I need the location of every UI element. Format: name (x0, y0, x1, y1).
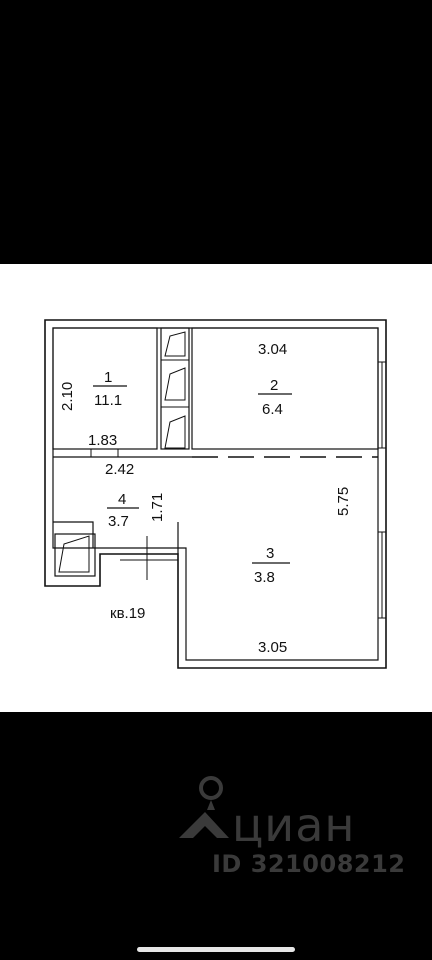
room-1-area: 3.8 (254, 569, 275, 586)
room-3-width-label: 1.83 (88, 432, 117, 449)
hall-width-label: 2.42 (105, 461, 134, 478)
entrance-box (54, 533, 96, 577)
room-1-width-label: 3.05 (258, 639, 287, 656)
watermark-listing-id: ID 321008212 (212, 850, 406, 878)
wardrobe-door-1 (164, 331, 186, 357)
hall-height-label: 1.71 (149, 493, 166, 522)
room-1-number: 3 (266, 545, 274, 562)
location-pin-house-icon (179, 776, 229, 838)
room-2-width-label: 3.04 (258, 341, 287, 358)
top-black-band (0, 0, 432, 264)
room-3-area: 11.1 (94, 392, 122, 409)
window-room-2 (377, 361, 387, 449)
window-room-1 (377, 531, 387, 619)
watermark-brand: циан (232, 798, 356, 852)
home-indicator[interactable] (137, 947, 295, 952)
wardrobe-door-3 (164, 415, 186, 449)
room-4-area: 3.7 (108, 513, 129, 530)
room-2-number: 2 (270, 377, 278, 394)
floor-plan-image: 3.04 3.05 1.83 2.42 2.10 1.71 5.75 1 11.… (0, 264, 432, 712)
wardrobe-door-2 (164, 367, 186, 401)
room-2-area: 6.4 (262, 401, 283, 418)
wardrobe-column (160, 327, 190, 450)
room-3-outline (52, 327, 158, 450)
room-3-height-label: 2.10 (59, 382, 76, 411)
room-4-number: 4 (118, 491, 126, 508)
entrance-door-swing (58, 535, 90, 573)
right-height-label: 5.75 (335, 487, 352, 516)
apartment-label: кв.19 (110, 605, 145, 622)
room-3-number: 1 (104, 369, 112, 386)
